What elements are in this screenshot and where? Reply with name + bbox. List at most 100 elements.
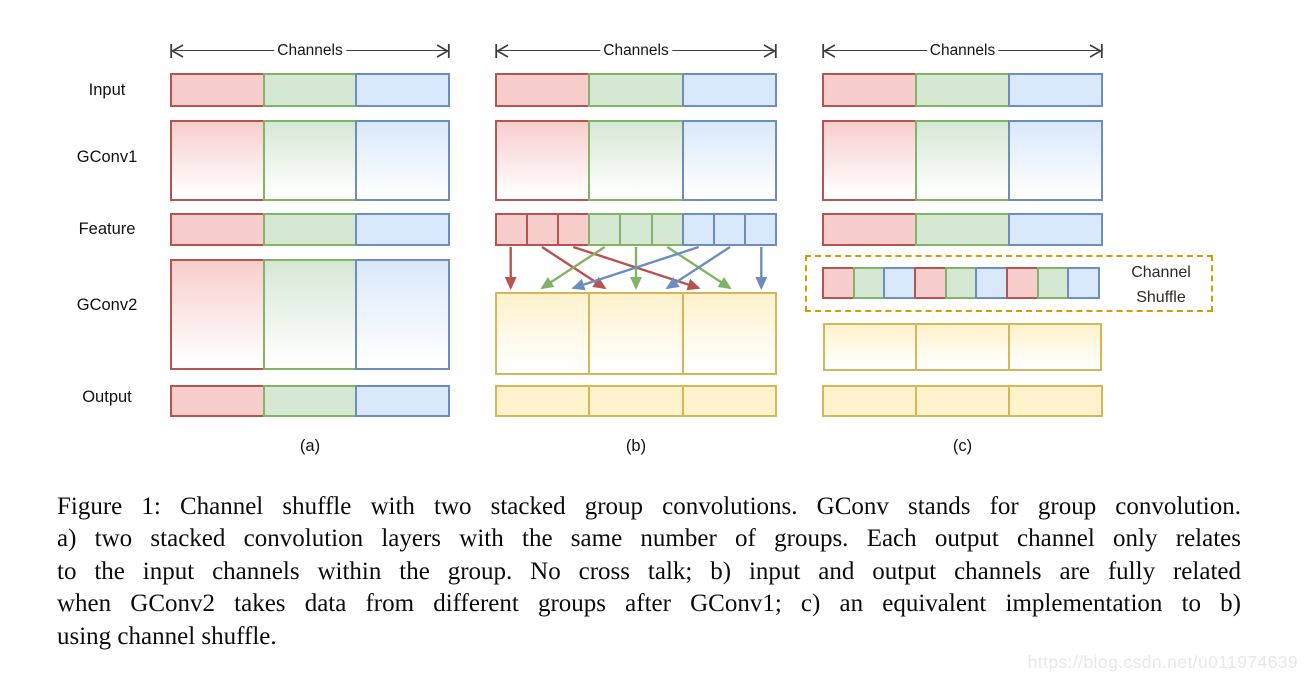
red-channel-cell — [557, 213, 591, 246]
blue-channel-cell — [743, 213, 777, 246]
output-row — [170, 385, 451, 417]
green-channel-cell — [588, 120, 684, 201]
red-channel-cell — [822, 213, 917, 246]
channel-shuffle-label: Channel Shuffle — [1131, 264, 1191, 306]
blue-channel-cell — [681, 73, 777, 107]
yellow-channel-cell — [588, 292, 684, 375]
blue-channel-cell — [1008, 73, 1103, 107]
channels-span-arrow: Channels — [822, 43, 1103, 59]
panel-b: Channels (b) — [495, 0, 777, 470]
input-row — [170, 73, 451, 107]
panel-c-label: (c) — [952, 437, 973, 455]
feature-row-split — [495, 213, 777, 246]
yellow-channel-cell — [681, 292, 777, 375]
blue-channel-cell — [355, 385, 451, 417]
blue-channel-cell — [975, 267, 1009, 299]
green-channel-cell — [262, 385, 358, 417]
green-channel-cell — [262, 259, 358, 370]
gconv2-row-yellow — [823, 323, 1102, 371]
gconv2-row-yellow — [495, 292, 777, 375]
feature-row — [822, 213, 1103, 246]
channel-shuffle-dashed-box: Channel Shuffle — [805, 255, 1213, 312]
blue-channel-cell — [883, 267, 917, 299]
yellow-channel-cell — [495, 385, 591, 417]
blue-channel-cell — [355, 73, 451, 107]
green-channel-cell — [915, 213, 1010, 246]
red-channel-cell — [170, 385, 265, 417]
blue-channel-cell — [355, 120, 451, 201]
green-channel-cell — [650, 213, 684, 246]
row-label-input: Input — [88, 81, 126, 99]
red-channel-cell — [170, 73, 265, 107]
row-label-output: Output — [82, 388, 132, 406]
blue-shuffle-arrow — [571, 245, 700, 291]
yellow-channel-cell — [1008, 385, 1103, 417]
red-channel-cell — [914, 267, 947, 299]
caption-line: when GConv2 takes data from different gr… — [57, 590, 1241, 618]
blue-shuffle-arrow — [665, 245, 731, 290]
channels-arrow-right-icon — [436, 44, 450, 58]
blue-channel-cell — [355, 213, 451, 246]
blue-channel-cell — [1008, 213, 1103, 246]
blue-channel-cell — [681, 120, 777, 201]
row-label-gconv1: GConv1 — [76, 148, 138, 166]
blue-channel-cell — [681, 213, 715, 246]
red-channel-cell — [822, 73, 917, 107]
yellow-channel-cell — [681, 385, 777, 417]
red-channel-cell — [526, 213, 560, 246]
panel-b-label: (b) — [625, 437, 647, 455]
red-channel-cell — [495, 73, 591, 107]
output-row-yellow — [495, 385, 777, 417]
figure-caption: Figure 1: Channel shuffle with two stack… — [57, 491, 1241, 653]
panel-a: Channels (a) — [170, 0, 451, 470]
panel-a-label: (a) — [299, 437, 321, 455]
caption-line: Figure 1: Channel shuffle with two stack… — [57, 493, 1241, 520]
caption-line: to the input channels within the group. … — [57, 557, 1241, 585]
blue-channel-cell — [355, 259, 451, 370]
channels-label: Channels — [600, 43, 672, 59]
green-channel-cell — [588, 73, 684, 107]
red-channel-cell — [170, 213, 265, 246]
yellow-channel-cell — [588, 385, 684, 417]
gconv2-row — [170, 259, 451, 370]
red-channel-cell — [170, 120, 265, 201]
channels-label: Channels — [926, 43, 999, 59]
green-channel-cell — [944, 267, 978, 299]
red-channel-cell — [822, 120, 917, 201]
channels-arrow-left-icon — [822, 44, 836, 58]
yellow-channel-cell — [915, 385, 1010, 417]
channels-span-arrow: Channels — [495, 43, 777, 59]
caption-line: a) two stacked convolution layers with t… — [57, 525, 1241, 553]
row-label-feature: Feature — [78, 220, 136, 238]
output-row-yellow — [822, 385, 1103, 417]
input-row — [495, 73, 777, 107]
yellow-channel-cell — [915, 323, 1010, 371]
yellow-channel-cell — [495, 292, 591, 375]
feature-row — [170, 213, 451, 246]
green-channel-cell — [915, 73, 1010, 107]
channels-arrow-right-icon — [763, 44, 777, 58]
shuffled-feature-row — [822, 267, 1101, 299]
channels-arrow-left-icon — [495, 44, 509, 58]
blue-channel-cell — [1008, 120, 1103, 201]
yellow-channel-cell — [822, 385, 917, 417]
blue-channel-cell — [1067, 267, 1101, 299]
gconv1-row — [822, 120, 1103, 201]
watermark-url: https://blog.csdn.net/u011974639 — [1027, 652, 1298, 672]
green-channel-cell — [915, 120, 1010, 201]
green-shuffle-arrow — [540, 245, 606, 290]
green-channel-cell — [852, 267, 886, 299]
channels-span-arrow: Channels — [170, 43, 450, 59]
channels-arrow-right-icon — [1089, 44, 1103, 58]
cross-group-arrows — [504, 245, 768, 291]
channels-arrow-left-icon — [170, 44, 184, 58]
channels-label: Channels — [274, 43, 346, 59]
panel-c: Channels Channel Shuffle (c) — [805, 0, 1213, 470]
green-channel-cell — [262, 213, 358, 246]
green-channel-cell — [1036, 267, 1070, 299]
blue-channel-cell — [712, 213, 746, 246]
gconv1-row — [170, 120, 451, 201]
row-label-gconv2: GConv2 — [76, 296, 138, 314]
green-channel-cell — [262, 120, 358, 201]
